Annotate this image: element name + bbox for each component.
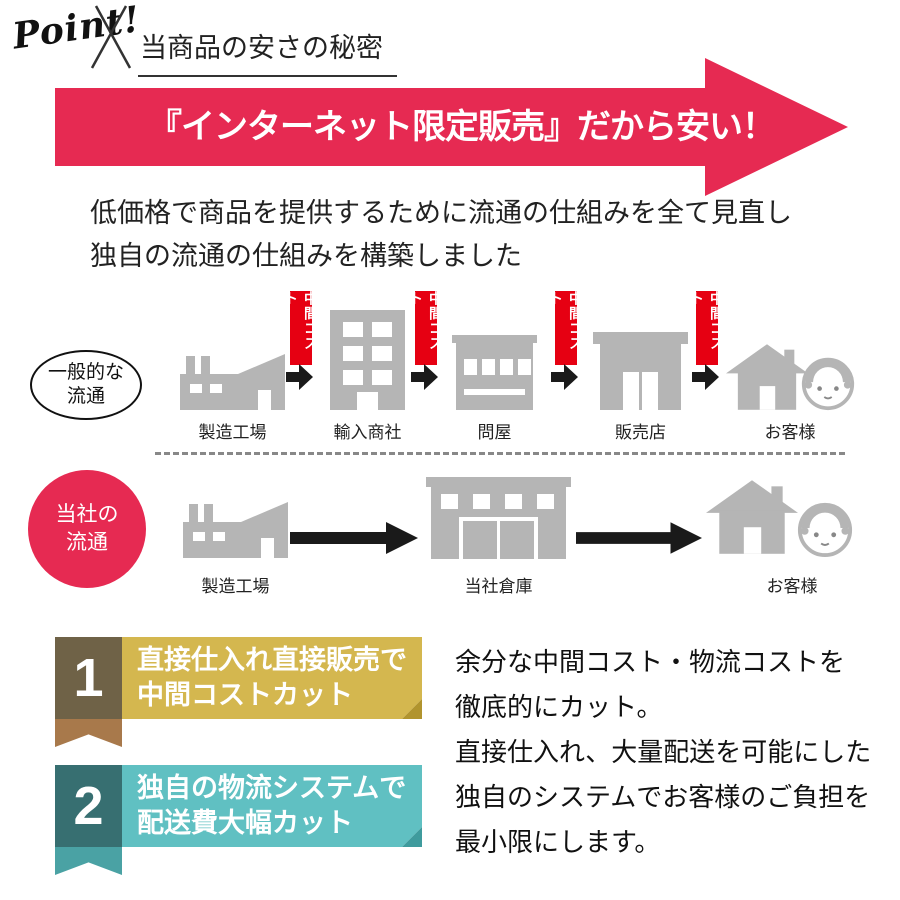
- dashed-divider: [155, 452, 845, 455]
- general-step-label: 輸入商社: [333, 423, 402, 442]
- company-step-label: 当社倉庫: [464, 577, 533, 596]
- benefit-description: 余分な中間コスト・物流コストを 徹底的にカット。 直接仕入れ、大量配送を可能にし…: [455, 640, 890, 865]
- description-line: 独自のシステムでお客様のご負担を: [455, 782, 871, 812]
- company-step-label: 製造工場: [201, 577, 270, 596]
- general-step-label: 販売店: [615, 423, 666, 442]
- point-1-number-box: 1: [55, 637, 122, 719]
- point-2-text-line1: 独自の物流システムで: [137, 773, 407, 803]
- intro-paragraph: 低価格で商品を提供するために流通の仕組みを全て見直し 独自の流通の仕組みを構築し…: [90, 192, 792, 278]
- long-right-arrow-icon: [290, 522, 418, 554]
- point-1-text-line2: 中間コストカット: [137, 680, 353, 710]
- point-1-text-line1: 直接仕入れ直接販売で: [137, 645, 407, 675]
- company-step-label: お客様: [766, 577, 818, 596]
- cross-mark-icon: [90, 5, 132, 69]
- right-arrow-icon: [551, 364, 578, 390]
- factory-icon: [183, 502, 288, 558]
- point-2-number: 2: [73, 776, 104, 836]
- house-icon: [726, 344, 808, 410]
- page-title: 当商品の安さの秘密: [138, 26, 397, 77]
- house-icon: [706, 480, 798, 554]
- shop-icon: [593, 332, 688, 410]
- point-1-ribbon-tail: [55, 719, 122, 747]
- intro-line-2: 独自の流通の仕組みを構築しました: [90, 241, 522, 271]
- middle-cost-flag: 中間コスト: [283, 291, 319, 365]
- company-flow-label-line1: 当社の: [55, 503, 119, 526]
- middle-cost-flag: 中間コスト: [408, 291, 444, 365]
- description-line: 徹底的にカット。: [455, 692, 663, 722]
- point-2-number-box: 2: [55, 765, 122, 847]
- general-step-label: 問屋: [477, 423, 512, 442]
- point-1-bar: 直接仕入れ直接販売で 中間コストカット: [122, 637, 422, 719]
- customer-face-icon: [797, 502, 853, 558]
- factory-icon: [180, 354, 285, 410]
- middle-cost-flag: 中間コスト: [548, 291, 584, 365]
- point-1-number: 1: [73, 648, 104, 708]
- point-2-ribbon-tail: [55, 847, 122, 875]
- intro-line-1: 低価格で商品を提供するために流通の仕組みを全て見直し: [90, 198, 792, 228]
- description-line: 直接仕入れ、大量配送を可能にした: [455, 737, 872, 767]
- banner-text: 『インターネット限定販売』だから安い！: [148, 108, 776, 146]
- general-flow-label-line2: 流通: [66, 386, 105, 407]
- point-2-bar: 独自の物流システムで 配送費大幅カット: [122, 765, 422, 847]
- customer-face-icon: [801, 357, 855, 411]
- right-arrow-icon: [692, 364, 719, 390]
- general-flow-label: 一般的な 流通: [30, 350, 142, 420]
- company-warehouse-icon: [426, 477, 571, 559]
- company-flow-label-line2: 流通: [66, 531, 108, 554]
- long-right-arrow-icon: [576, 522, 702, 554]
- description-line: 余分な中間コスト・物流コストを: [455, 647, 846, 677]
- import-company-icon: [330, 310, 405, 410]
- general-step-label: 製造工場: [198, 423, 267, 442]
- company-flow-label: 当社の 流通: [28, 470, 146, 588]
- right-arrow-icon: [411, 364, 438, 390]
- description-line: 最小限にします。: [455, 827, 661, 857]
- point-2-text-line2: 配送費大幅カット: [137, 808, 353, 838]
- middle-cost-flag: 中間コスト: [689, 291, 725, 365]
- right-arrow-icon: [286, 364, 313, 390]
- general-step-label: お客様: [764, 423, 816, 442]
- banner-arrow-icon: [55, 58, 848, 196]
- wholesaler-icon: [452, 335, 537, 410]
- general-flow-label-line1: 一般的な: [47, 362, 124, 383]
